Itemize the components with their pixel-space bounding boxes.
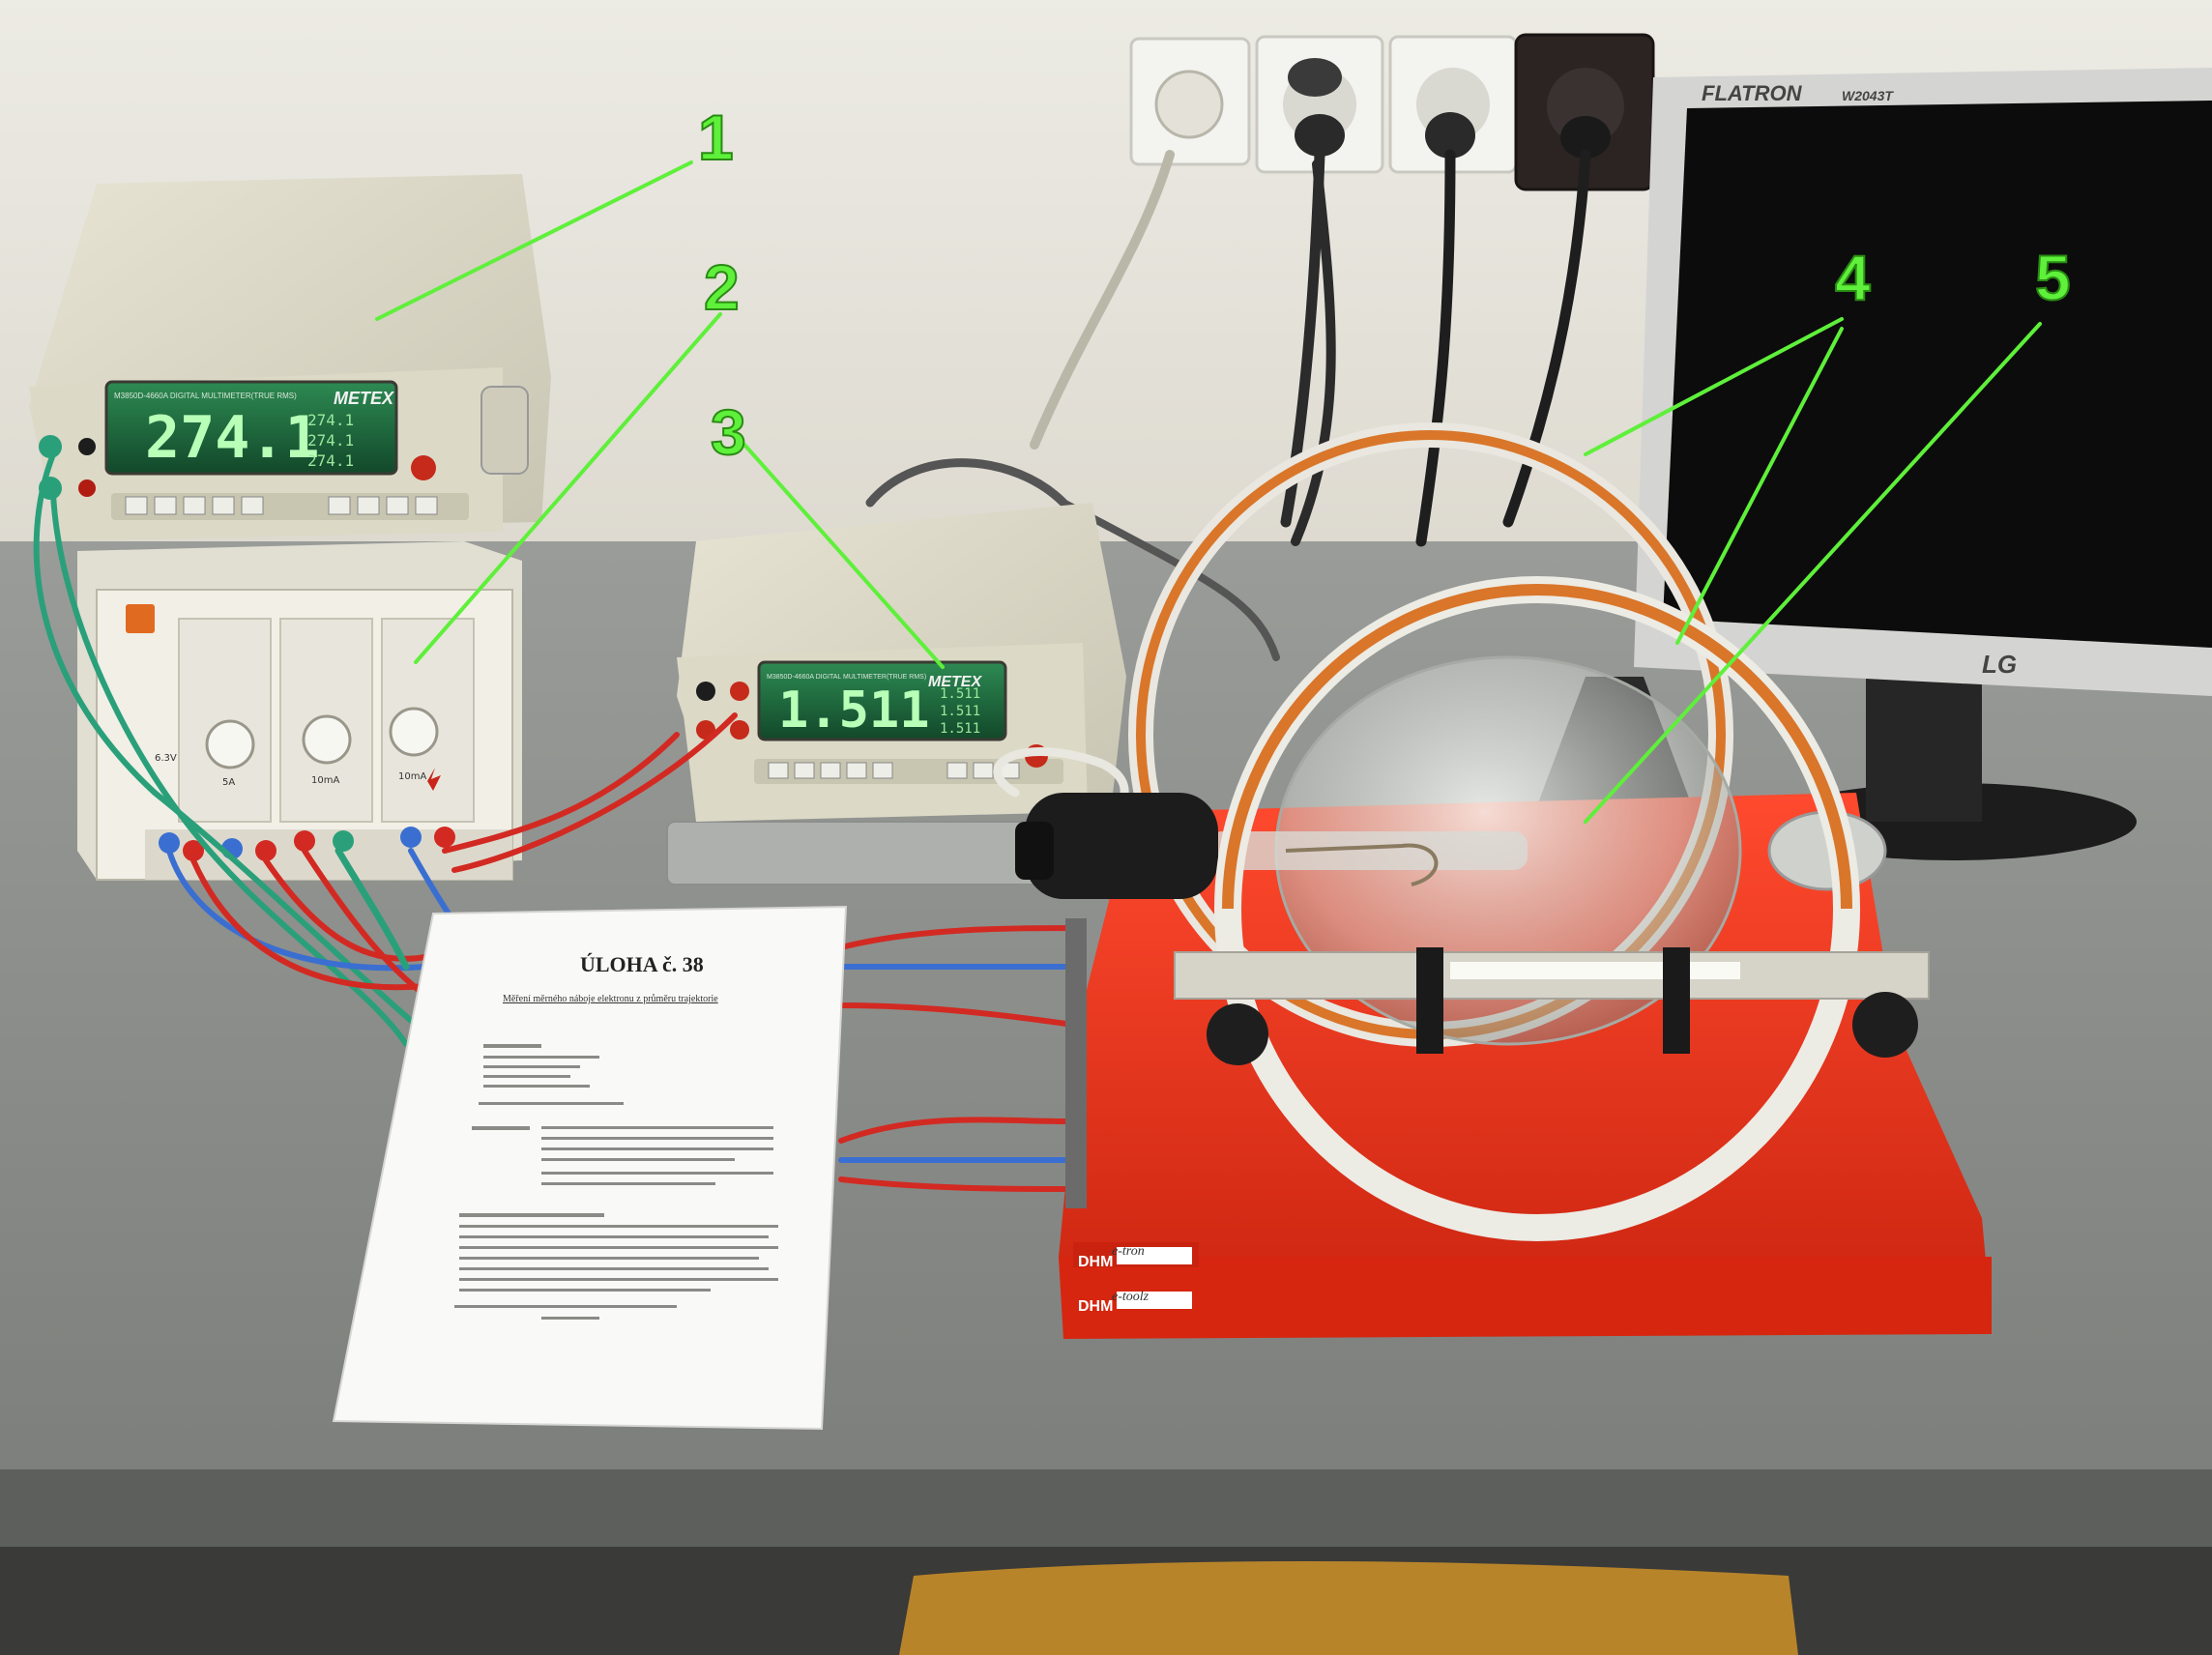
apparatus-handwritten-2: e-toolz bbox=[1112, 1290, 1150, 1304]
multimeter-right-brand: METEX bbox=[928, 674, 982, 690]
multimeter-left-reading: 274.1 bbox=[145, 404, 320, 472]
apparatus-plate-1: DHM bbox=[1078, 1254, 1113, 1270]
annotation-label-4: 4 bbox=[1835, 242, 1871, 313]
multimeter-right-secondary-2: 1.511 bbox=[940, 704, 980, 719]
helmholtz-coil-front bbox=[1214, 576, 1860, 1241]
desk-edge bbox=[0, 1469, 2212, 1547]
annotation-lines bbox=[375, 160, 2042, 824]
multimeter-right-secondary-3: 1.511 bbox=[940, 721, 980, 737]
multimeter-right: 1.511 1.511 1.511 1.511 M3850D-4660A DIG… bbox=[666, 503, 1171, 886]
multimeter-left-secondary-2: 274.1 bbox=[307, 431, 354, 450]
multimeter-left-secondary-3: 274.1 bbox=[307, 451, 354, 470]
electron-tube bbox=[1015, 655, 1887, 1046]
annotation-label-3: 3 bbox=[711, 396, 746, 468]
annotation-label-5: 5 bbox=[2035, 242, 2071, 313]
multimeter-left-brand: METEX bbox=[334, 389, 394, 408]
document-subtitle: Měření měrného náboje elektronu z průměr… bbox=[503, 994, 718, 1004]
power-supply-knob-3 bbox=[389, 707, 439, 757]
monitor: FLATRON W2043T LG bbox=[1528, 68, 2212, 860]
monitor-model: W2043T bbox=[1842, 88, 1894, 103]
multimeter-left-knob bbox=[411, 455, 436, 480]
power-supply-knob-1 bbox=[205, 719, 255, 769]
power-supply-label-3: 10mA bbox=[311, 775, 339, 786]
power-supply-knob-2 bbox=[302, 714, 352, 765]
multimeter-left-secondary-1: 274.1 bbox=[307, 411, 354, 429]
document-title: ÚLOHA č. 38 bbox=[580, 952, 704, 976]
multimeter-right-reading: 1.511 bbox=[778, 682, 930, 740]
power-supply: 6.3V 5A 10mA 10mA bbox=[77, 541, 522, 881]
annotation-label-2: 2 bbox=[704, 251, 740, 323]
multimeter-right-secondary-1: 1.511 bbox=[940, 686, 980, 702]
power-cables bbox=[865, 149, 1591, 661]
monitor-logo: LG bbox=[1982, 650, 2017, 679]
task-document: ÚLOHA č. 38 Měření měrného náboje elektr… bbox=[332, 905, 848, 1431]
test-leads bbox=[33, 451, 1129, 1192]
multimeter-right-model: M3850D-4660A DIGITAL MULTIMETER(TRUE RMS… bbox=[767, 674, 926, 681]
multimeter-left: 274.1 274.1 274.1 274.1 M3850D-4660A DIG… bbox=[29, 174, 551, 541]
power-supply-label-4: 10mA bbox=[398, 771, 426, 782]
chair-back bbox=[899, 1561, 1798, 1655]
monitor-brand: FLATRON bbox=[1702, 81, 1803, 105]
power-supply-label-2: 5A bbox=[222, 777, 235, 788]
apparatus-plate-2: DHM bbox=[1078, 1298, 1113, 1315]
power-supply-label-1: 6.3V bbox=[155, 753, 177, 764]
annotation-label-1: 1 bbox=[698, 102, 734, 173]
multimeter-left-model: M3850D-4660A DIGITAL MULTIMETER(TRUE RMS… bbox=[114, 392, 297, 400]
apparatus-base: DHM DHM e-tron e-toolz bbox=[1059, 793, 1992, 1339]
scale-frame bbox=[1174, 947, 1930, 1065]
apparatus-handwritten-1: e-tron bbox=[1112, 1244, 1145, 1259]
wall-socket-strip bbox=[1129, 33, 1655, 191]
